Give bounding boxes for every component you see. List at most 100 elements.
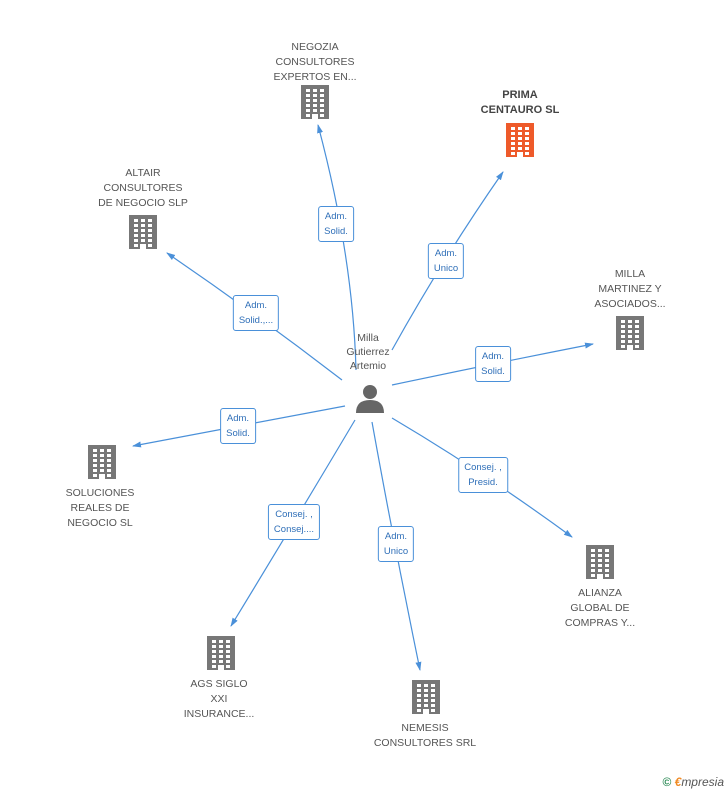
building-window xyxy=(148,239,152,242)
building-window xyxy=(635,335,639,338)
building-window xyxy=(226,655,230,658)
building-window xyxy=(313,109,317,112)
relation-label-ags[interactable]: Consej. , Consej.... xyxy=(267,504,321,540)
building-window xyxy=(134,234,138,237)
building-window xyxy=(621,335,625,338)
building-door xyxy=(517,152,523,157)
building-window xyxy=(212,645,216,648)
company-label-alianza[interactable]: ALIANZA GLOBAL DE COMPRAS Y... xyxy=(564,587,636,629)
building-window xyxy=(598,559,602,562)
building-window xyxy=(212,640,216,643)
building-window xyxy=(306,104,310,107)
building-door xyxy=(627,345,633,350)
building-window xyxy=(628,330,632,333)
person-icon[interactable] xyxy=(356,385,384,413)
building-window xyxy=(148,244,152,247)
company-label-negozia[interactable]: NEGOZIA CONSULTORES EXPERTOS EN... xyxy=(273,41,357,83)
building-window xyxy=(141,219,145,222)
building-icon-prima[interactable] xyxy=(506,123,534,157)
relation-label-soluciones[interactable]: Adm. Solid. xyxy=(220,408,256,444)
building-window xyxy=(518,137,522,140)
building-window xyxy=(320,94,324,97)
building-window xyxy=(226,660,230,663)
building-icon-ags[interactable] xyxy=(207,636,235,670)
building-window xyxy=(591,549,595,552)
building-window xyxy=(148,224,152,227)
building-window xyxy=(628,320,632,323)
building-window xyxy=(628,340,632,343)
building-window xyxy=(518,147,522,150)
building-window xyxy=(219,655,223,658)
building-window xyxy=(424,699,428,702)
building-window xyxy=(212,650,216,653)
building-window xyxy=(313,99,317,102)
building-door xyxy=(218,665,224,670)
building-window xyxy=(93,449,97,452)
building-window xyxy=(605,574,609,577)
relation-label-nemesis[interactable]: Adm. Unico xyxy=(377,526,415,562)
relation-label-alianza[interactable]: Consej. , Presid. xyxy=(458,457,508,493)
building-icon-soluciones[interactable] xyxy=(88,445,116,479)
relation-label-prima[interactable]: Adm. Unico xyxy=(427,243,465,279)
building-window xyxy=(107,459,111,462)
building-window xyxy=(431,689,435,692)
building-icon-nemesis[interactable] xyxy=(412,680,440,714)
company-label-ags[interactable]: AGS SIGLO XXI INSURANCE... xyxy=(183,678,255,720)
building-window xyxy=(525,137,529,140)
building-window xyxy=(306,94,310,97)
building-icon-altair[interactable] xyxy=(129,215,157,249)
building-window xyxy=(591,569,595,572)
building-window xyxy=(605,559,609,562)
company-label-altair[interactable]: ALTAIR CONSULTORES DE NEGOCIO SLP xyxy=(98,167,188,209)
building-window xyxy=(226,645,230,648)
building-window xyxy=(525,132,529,135)
building-door xyxy=(597,574,603,579)
building-window xyxy=(598,564,602,567)
building-window xyxy=(219,645,223,648)
building-window xyxy=(635,340,639,343)
relation-label-negozia[interactable]: Adm. Solid. xyxy=(318,206,354,242)
building-window xyxy=(511,147,515,150)
building-window xyxy=(525,127,529,130)
building-window xyxy=(431,699,435,702)
building-icon-alianza[interactable] xyxy=(586,545,614,579)
company-label-milla[interactable]: MILLA MARTINEZ Y ASOCIADOS... xyxy=(594,268,666,310)
building-door xyxy=(99,474,105,479)
building-window xyxy=(518,132,522,135)
building-window xyxy=(100,459,104,462)
building-window xyxy=(518,127,522,130)
building-window xyxy=(212,660,216,663)
building-window xyxy=(621,325,625,328)
building-window xyxy=(628,335,632,338)
building-window xyxy=(511,137,515,140)
building-window xyxy=(141,229,145,232)
building-window xyxy=(100,469,104,472)
building-window xyxy=(219,650,223,653)
building-window xyxy=(141,234,145,237)
building-window xyxy=(635,325,639,328)
building-window xyxy=(424,684,428,687)
building-window xyxy=(141,239,145,242)
building-window xyxy=(212,665,216,668)
company-label-soluciones[interactable]: SOLUCIONES REALES DE NEGOCIO SL xyxy=(65,487,135,529)
company-label-nemesis[interactable]: NEMESIS CONSULTORES SRL xyxy=(373,722,477,749)
person-name[interactable]: Milla Gutierrez Artemio xyxy=(346,332,390,372)
building-window xyxy=(107,469,111,472)
building-window xyxy=(417,704,421,707)
building-window xyxy=(306,109,310,112)
relation-label-milla[interactable]: Adm. Solid. xyxy=(475,346,511,382)
building-window xyxy=(320,114,324,117)
building-window xyxy=(417,694,421,697)
relation-label-altair[interactable]: Adm. Solid.,... xyxy=(232,295,280,331)
person-head xyxy=(363,385,377,399)
building-window xyxy=(431,684,435,687)
building-door xyxy=(423,709,429,714)
building-window xyxy=(107,464,111,467)
building-icon-negozia[interactable] xyxy=(301,85,329,119)
building-icon-milla[interactable] xyxy=(616,316,644,350)
building-window xyxy=(93,464,97,467)
building-window xyxy=(598,569,602,572)
building-window xyxy=(226,640,230,643)
building-window xyxy=(431,704,435,707)
company-label-prima[interactable]: PRIMA CENTAURO SL xyxy=(480,89,560,116)
